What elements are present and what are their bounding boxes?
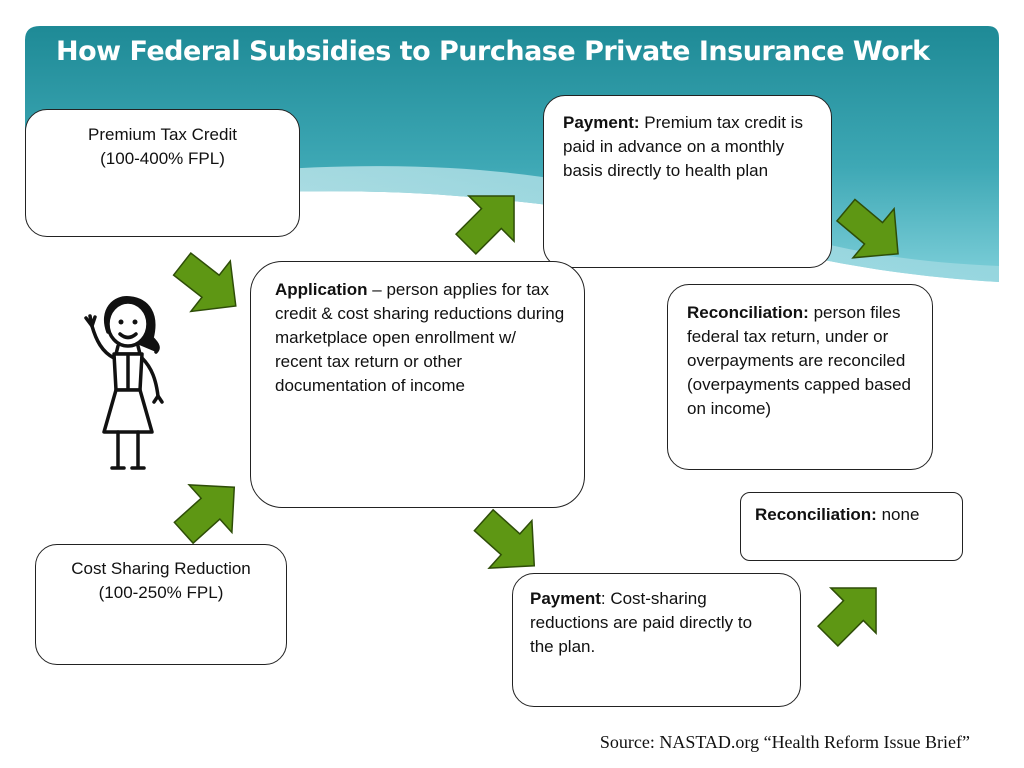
banner-wave-highlight xyxy=(25,166,999,282)
payment-cost-sharing-box: Payment: Cost-sharing reductions are pai… xyxy=(512,573,801,707)
application-label: Application xyxy=(275,280,368,299)
premium-tax-credit-title: Premium Tax Credit xyxy=(88,125,237,144)
cost-sharing-reduction-fpl: (100-250% FPL) xyxy=(98,583,224,602)
arrow-icon-cost-sharing-to-application xyxy=(161,462,257,558)
arrow-icon-application-to-payment-premium xyxy=(442,172,538,268)
application-text-continued: recent tax return or other documentation… xyxy=(275,352,465,395)
reconciliation-premium-text: person files federal tax return, under o… xyxy=(687,303,911,418)
reconciliation-premium-box: Reconciliation: person files federal tax… xyxy=(667,284,933,470)
reconciliation-cost-sharing-box: Reconciliation: none xyxy=(740,492,963,561)
payment-premium-box: Payment: Premium tax credit is paid in a… xyxy=(543,95,832,268)
stick-figure-woman-icon xyxy=(84,296,164,470)
reconciliation-premium-label: Reconciliation: xyxy=(687,303,809,322)
source-citation: Source: NASTAD.org “Health Reform Issue … xyxy=(599,732,970,752)
payment-cost-sharing-label: Payment xyxy=(530,589,601,608)
cost-sharing-reduction-title: Cost Sharing Reduction xyxy=(71,559,251,578)
premium-tax-credit-box: Premium Tax Credit (100-400% FPL) xyxy=(25,109,300,237)
reconciliation-cost-sharing-text: none xyxy=(876,505,920,524)
payment-premium-text: Premium tax credit is paid in advance on… xyxy=(563,113,803,180)
cost-sharing-reduction-box: Cost Sharing Reduction (100-250% FPL) xyxy=(35,544,287,665)
page-title: How Federal Subsidies to Purchase Privat… xyxy=(56,36,930,67)
premium-tax-credit-fpl: (100-400% FPL) xyxy=(100,149,225,168)
application-text: – person applies for tax credit & cost s… xyxy=(275,280,565,347)
reconciliation-cost-sharing-label: Reconciliation: xyxy=(755,505,877,524)
arrow-icon-application-to-payment-cost-sharing xyxy=(461,495,557,591)
application-box: Application – person applies for tax cre… xyxy=(250,261,585,508)
payment-cost-sharing-text: : Cost-sharing reductions are paid direc… xyxy=(530,589,753,656)
payment-premium-label: Payment: xyxy=(563,113,640,132)
arrow-icon-payment-cost-sharing-to-reconciliation xyxy=(804,564,900,660)
arrow-icon-payment-premium-to-reconciliation xyxy=(824,184,920,280)
